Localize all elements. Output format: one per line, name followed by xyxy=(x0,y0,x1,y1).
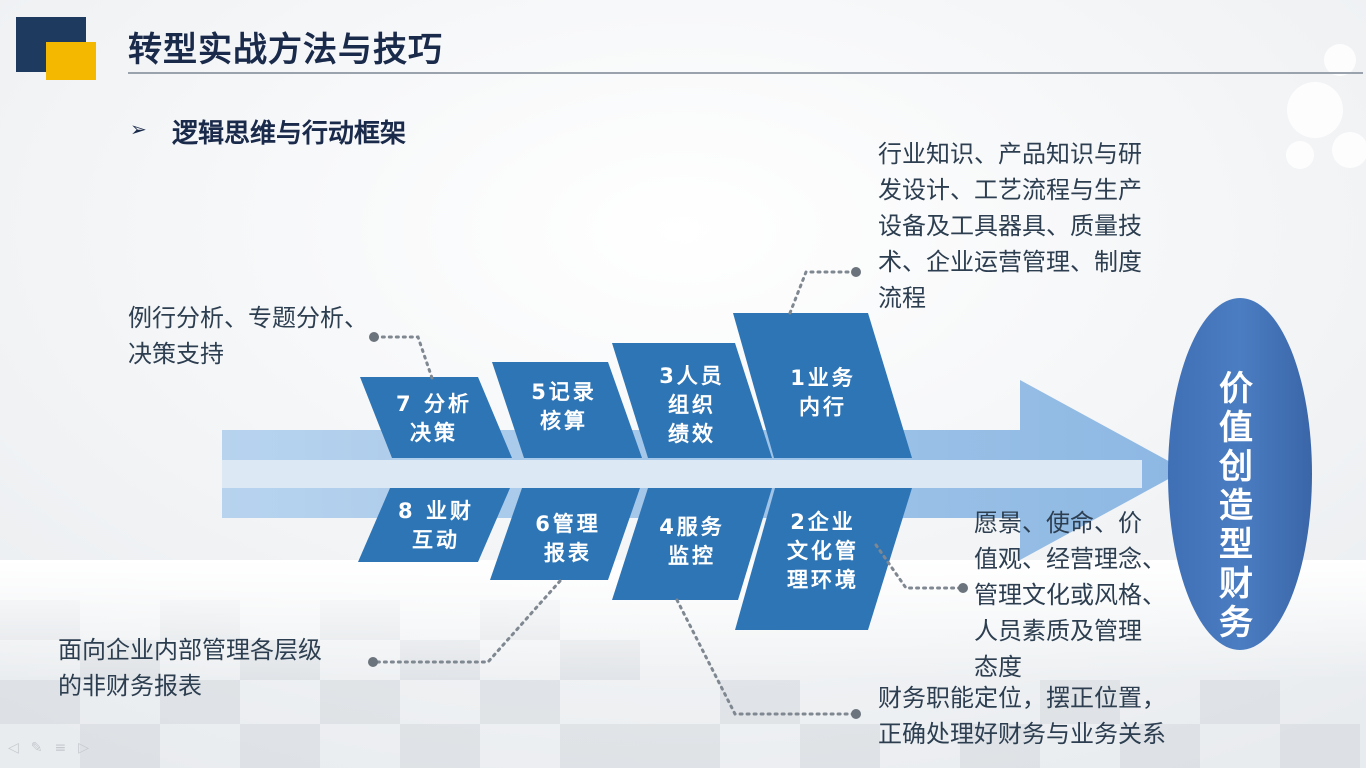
connector-dot-1 xyxy=(851,267,861,277)
menu-icon[interactable]: ≡ xyxy=(54,740,79,756)
page-title: 转型实战方法与技巧 xyxy=(128,30,443,70)
connector-dot-2 xyxy=(958,583,968,593)
step-box-8 xyxy=(358,488,510,562)
connector-6 xyxy=(372,579,562,664)
slideshow-toolbar: ◁✎≡▷ xyxy=(8,740,101,756)
step-label-6: 6管理 报表 xyxy=(535,512,601,565)
goal-label: 价值创造型财务 xyxy=(1219,369,1253,643)
connector-2 xyxy=(874,543,964,590)
step-box-5 xyxy=(492,362,642,458)
note-industry-knowledge: 行业知识、产品知识与研 发设计、工艺流程与生产 设备及工具器具、质量技 术、企业… xyxy=(878,140,1142,312)
goal-ellipse xyxy=(1168,298,1312,650)
bullet-arrow-icon: ➢ xyxy=(130,117,147,141)
section-subtitle: 逻辑思维与行动框架 xyxy=(172,119,407,149)
step-box-2 xyxy=(735,488,912,630)
back-icon[interactable]: ◁ xyxy=(8,740,31,756)
connector-dot-4 xyxy=(851,709,861,719)
note-positioning: 财务职能定位，摆正位置， 正确处理好财务与业务关系 xyxy=(878,684,1166,748)
note-reports: 面向企业内部管理各层级 的非财务报表 xyxy=(58,636,322,700)
step-label-5: 5记录 核算 xyxy=(531,380,597,433)
connector-7 xyxy=(373,335,434,380)
step-box-6 xyxy=(490,488,640,580)
step-box-1 xyxy=(733,313,912,458)
pen-icon[interactable]: ✎ xyxy=(30,740,55,756)
forward-icon[interactable]: ▷ xyxy=(78,740,102,756)
step-label-1: 1业务 内行 xyxy=(790,366,856,419)
step-label-2: 2企业 文化管 理环境 xyxy=(787,510,859,592)
connector-4 xyxy=(675,598,857,716)
step-box-3 xyxy=(612,343,772,458)
step-label-8: 8 业财 互动 xyxy=(398,499,474,552)
note-analysis: 例行分析、专题分析、 决策支持 xyxy=(128,304,368,368)
step-box-4 xyxy=(612,488,772,600)
step-label-7: 7 分析 决策 xyxy=(396,392,472,445)
note-culture: 愿景、使命、价 值观、经营理念、 管理文化或风格、 人员素质及管理 态度 xyxy=(974,509,1166,681)
logo-yellow-square xyxy=(46,42,96,80)
step-label-3: 3人员 组织 绩效 xyxy=(659,364,725,446)
connector-1 xyxy=(788,270,857,315)
title-divider xyxy=(128,72,1363,74)
connector-dot-6 xyxy=(368,657,378,667)
connector-dot-7 xyxy=(369,332,379,342)
spine-highlight xyxy=(222,460,1142,488)
step-box-7 xyxy=(360,377,512,458)
step-label-4: 4服务 监控 xyxy=(659,515,725,568)
